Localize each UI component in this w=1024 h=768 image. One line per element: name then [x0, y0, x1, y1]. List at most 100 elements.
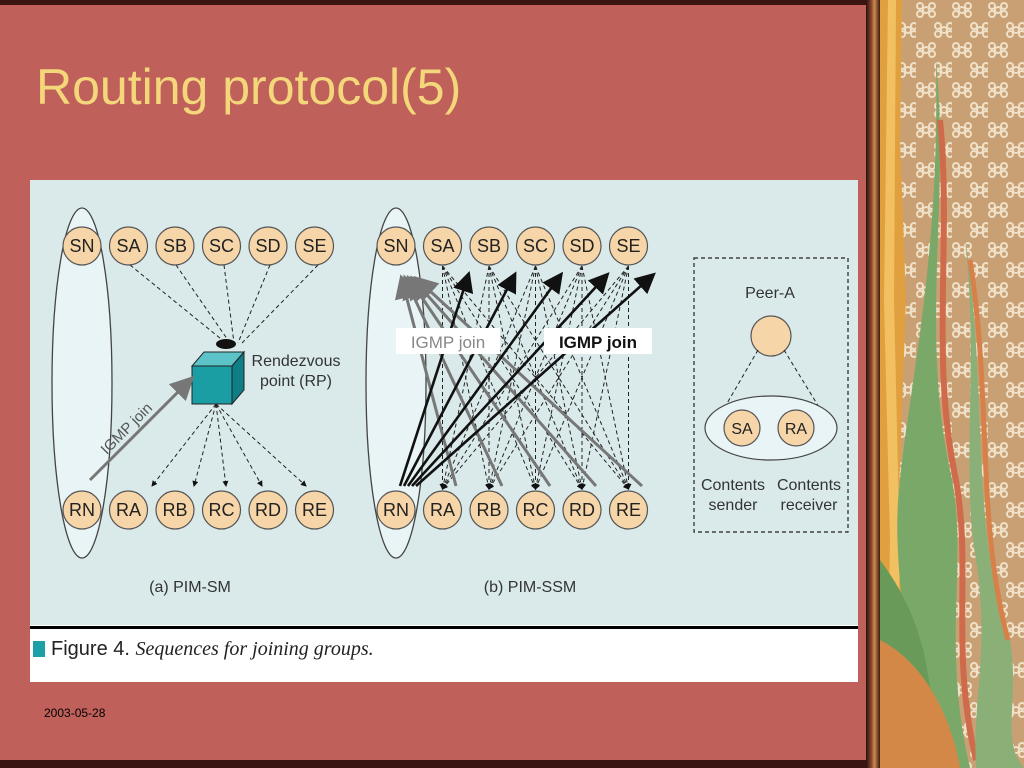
ssm-sender-node-label-sc: SC — [523, 236, 548, 256]
figure-panel: Rendezvous point (RP) IGMP join SN SA SB SC… — [30, 180, 858, 682]
sm-receiver-row: RN RA RB RC RD RE — [62, 490, 335, 530]
rp-label-line1: Rendezvous — [252, 353, 341, 370]
decorative-floral-panel — [880, 0, 1024, 768]
bottom-border — [0, 760, 880, 768]
ssm-receiver-node-label-rc: RC — [523, 500, 549, 520]
sm-sender-node-sb — [155, 226, 195, 266]
legend-receiver-label-line1: Contents — [777, 477, 841, 494]
legend-sender-node-label: SA — [731, 421, 753, 438]
ssm-dashed-lines — [439, 265, 632, 490]
ssm-sender-node-label-se: SE — [616, 236, 640, 256]
ssm-sender-node-sd — [562, 226, 602, 266]
ssm-dashed-link — [441, 265, 583, 490]
sm-receiver-node-label-rc: RC — [209, 500, 235, 520]
legend-link-right — [783, 349, 823, 413]
ssm-igmp-label-black-box — [544, 328, 652, 354]
rendezvous-point-cube — [190, 339, 246, 406]
sm-receiver-node-rn — [62, 490, 102, 530]
ssm-sender-node-sc — [515, 226, 556, 266]
ssm-receiver-node-ra — [422, 490, 463, 530]
ssm-receiver-node-rb — [469, 490, 509, 530]
ssm-dashed-link — [533, 265, 583, 490]
sm-sender-node-se — [294, 226, 335, 266]
caption-label: Figure 4. — [51, 638, 130, 660]
ssm-sender-node-label-sb: SB — [477, 236, 501, 256]
sm-sender-node-label-sd: SD — [255, 236, 280, 256]
legend-receiver-label-line2: receiver — [781, 497, 839, 514]
legend-receiver-node-label: RA — [785, 421, 808, 438]
caption-text: Sequences for joining groups. — [135, 638, 374, 660]
legend-sender-node — [723, 409, 761, 447]
ssm-igmp-label-gray-box — [396, 328, 500, 354]
sm-receiver-node-re — [294, 490, 335, 530]
sm-receiver-node-rd — [248, 490, 288, 530]
top-border — [0, 0, 880, 5]
ssm-dashed-link — [441, 265, 536, 490]
ssm-dashed-link — [440, 265, 490, 490]
sm-receiver-node-label-re: RE — [302, 500, 327, 520]
caption-rule — [30, 626, 858, 629]
sm-receiver-node-label-rn: RN — [69, 500, 95, 520]
ssm-subcaption: (b) PIM-SSM — [484, 579, 576, 596]
sm-sender-node-label-sc: SC — [209, 236, 234, 256]
ssm-sender-node-label-sa: SA — [430, 236, 454, 256]
sm-igmp-arrow — [88, 375, 195, 482]
ssm-black-arrows — [398, 271, 656, 487]
legend-receiver-node — [777, 409, 815, 447]
ssm-sender-node-se — [608, 226, 649, 266]
legend-link-left — [721, 349, 759, 413]
sm-receiver-node-rc — [201, 490, 242, 530]
ssm-igmp-label-gray: IGMP join — [411, 333, 485, 352]
sm-sender-node-label-sb: SB — [163, 236, 187, 256]
figure-caption: Figure 4. Sequences for joining groups. — [33, 638, 374, 661]
sm-sender-node-sn — [62, 226, 102, 266]
sm-receiver-node-ra — [108, 490, 149, 530]
ssm-receiver-node-rd — [562, 490, 602, 530]
sm-sender-node-sa — [108, 226, 149, 266]
ssm-dashed-link — [534, 265, 629, 490]
sm-sender-node-sc — [201, 226, 242, 266]
ssm-receiver-node-label-rn: RN — [383, 500, 409, 520]
caption-marker — [33, 641, 45, 657]
ssm-dashed-link — [488, 265, 629, 490]
legend-sender-label-line2: sender — [709, 497, 759, 514]
slide-title: Routing protocol(5) — [36, 59, 462, 115]
sm-sender-node-label-sn: SN — [69, 236, 94, 256]
sm-dashed-lines — [129, 264, 319, 487]
sm-local-peer-ellipse — [51, 207, 113, 559]
sm-receiver-node-label-ra: RA — [116, 500, 141, 520]
ssm-receiver-node-re — [608, 490, 649, 530]
rp-label-line2: point (RP) — [260, 373, 332, 390]
decorative-border-strip — [866, 0, 880, 768]
ssm-sender-node-sb — [469, 226, 509, 266]
sm-subcaption: (a) PIM-SM — [149, 579, 231, 596]
ssm-dashed-link — [580, 265, 629, 490]
ssm-sender-node-label-sd: SD — [569, 236, 594, 256]
ssm-sender-node-sn — [376, 226, 416, 266]
ssm-dashed-link — [441, 265, 629, 490]
ssm-receiver-node-label-rd: RD — [569, 500, 595, 520]
ssm-receiver-node-label-re: RE — [616, 500, 641, 520]
ssm-dashed-link — [442, 265, 583, 490]
sm-sender-node-label-sa: SA — [116, 236, 140, 256]
ssm-sender-node-sa — [422, 226, 463, 266]
ssm-receiver-node-label-rb: RB — [476, 500, 501, 520]
legend-sender-label-line1: Contents — [701, 477, 765, 494]
sm-receiver-node-label-rb: RB — [162, 500, 187, 520]
ssm-dashed-link — [442, 265, 630, 490]
ssm-receiver-node-label-ra: RA — [430, 500, 455, 520]
ssm-igmp-label-black: IGMP join — [559, 333, 637, 352]
legend-peer-node — [750, 315, 792, 357]
sm-receiver-node-label-rd: RD — [255, 500, 281, 520]
pim-diagram: Rendezvous point (RP) IGMP join SN SA SB SC… — [51, 207, 849, 596]
legend-box — [693, 257, 849, 533]
ssm-receiver-node-rc — [515, 490, 556, 530]
ssm-dashed-link — [488, 265, 583, 490]
ssm-sender-row: SN SA SB SC SD SE — [376, 226, 649, 266]
footer-date: 2003-05-28 — [44, 706, 106, 720]
legend-peer-label: Peer-A — [745, 285, 795, 302]
sm-sender-node-sd — [248, 226, 288, 266]
sm-receiver-node-rb — [155, 490, 195, 530]
ssm-sender-node-label-sn: SN — [383, 236, 408, 256]
